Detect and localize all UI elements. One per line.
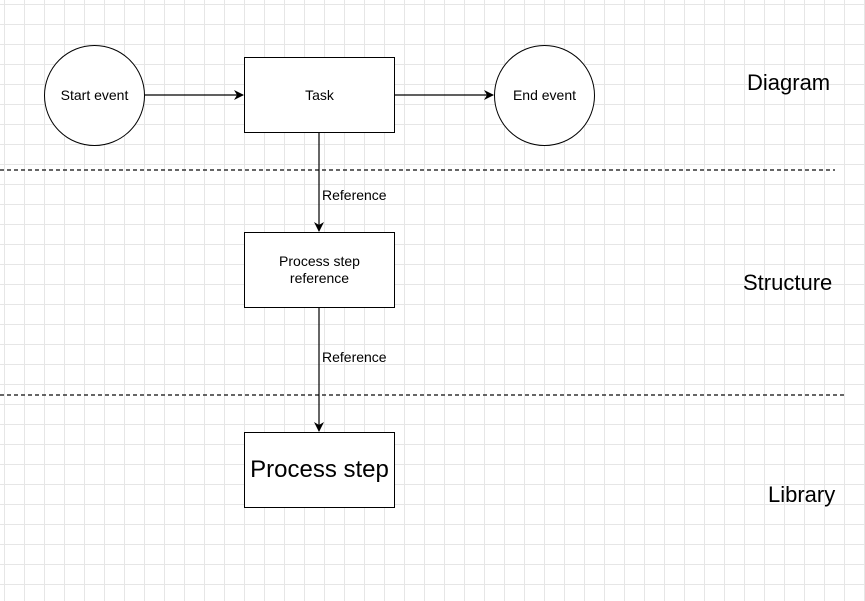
layer-label-library: Library xyxy=(768,482,836,507)
start-event-label: Start event xyxy=(60,87,129,103)
task-label: Task xyxy=(305,86,334,103)
layer-label-diagram: Diagram xyxy=(747,70,831,95)
edge-label-reference-1: Reference xyxy=(322,187,387,203)
process-step-node[interactable]: Process step xyxy=(244,432,395,508)
end-event-node[interactable]: End event xyxy=(494,45,595,146)
task-node[interactable]: Task xyxy=(244,57,395,133)
process-step-label: Process step xyxy=(250,456,389,483)
end-event-label: End event xyxy=(512,87,577,103)
process-step-reference-node[interactable]: Process step reference xyxy=(244,232,395,308)
process-step-reference-label: Process step reference xyxy=(279,253,360,286)
start-event-node[interactable]: Start event xyxy=(44,45,145,146)
layer-label-structure: Structure xyxy=(743,270,833,295)
edge-label-reference-2: Reference xyxy=(322,349,387,365)
